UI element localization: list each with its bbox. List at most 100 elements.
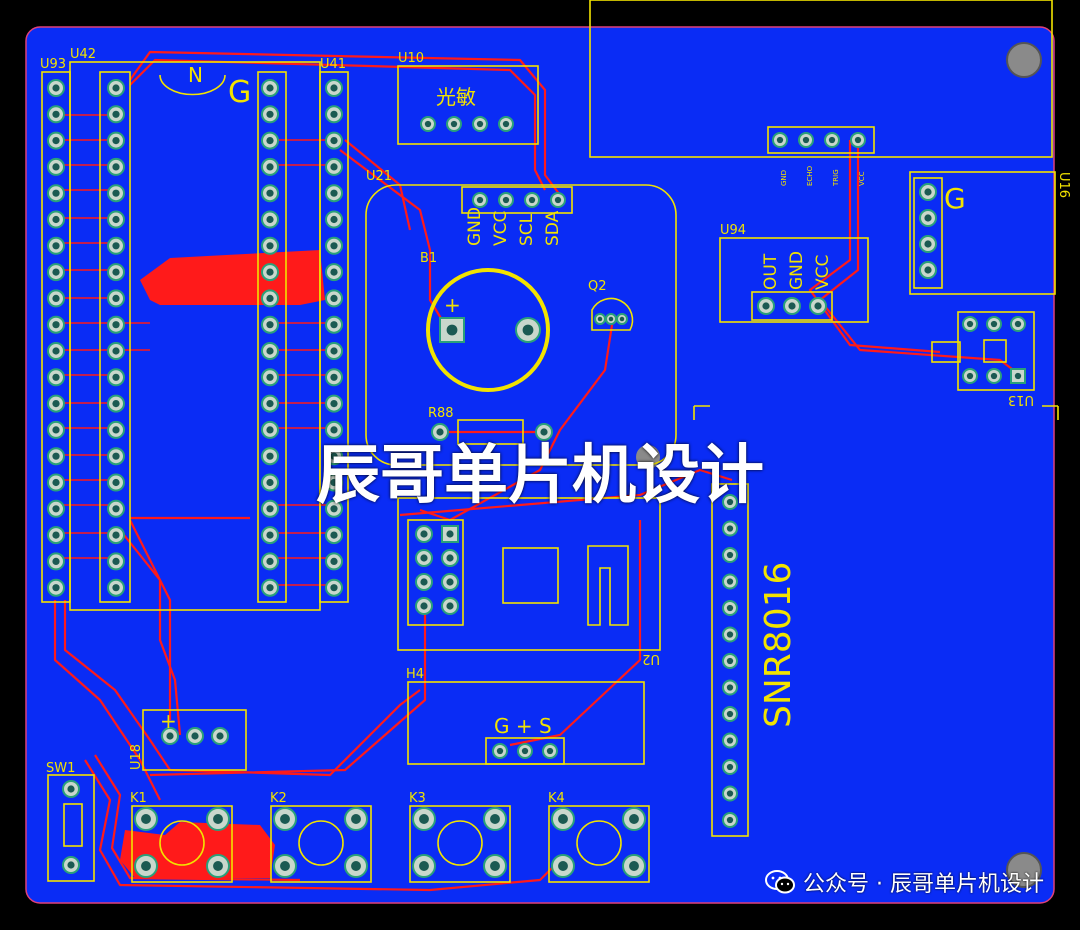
pad-hole: [726, 657, 734, 665]
button-k3[interactable]: [409, 805, 511, 883]
pad-hole: [490, 861, 500, 871]
pad-hole: [351, 861, 361, 871]
pad-hole: [762, 302, 770, 310]
pad-hole: [112, 426, 120, 434]
label-u10-name: 光敏: [436, 85, 476, 109]
pad-hole: [52, 321, 60, 329]
pad-hole: [330, 163, 338, 171]
pad-hole: [351, 814, 361, 824]
pad-hole: [924, 240, 932, 248]
wechat-icon: [765, 869, 796, 895]
pad-hole: [522, 324, 534, 336]
label-u10: U10: [398, 51, 424, 66]
watermark-title: 辰哥单片机设计: [316, 439, 764, 513]
pad-hole: [419, 814, 429, 824]
pad-hole: [52, 373, 60, 381]
pad-hole: [330, 110, 338, 118]
pad-hole: [213, 861, 223, 871]
pad-hole: [330, 242, 338, 250]
pad-hole: [112, 557, 120, 566]
pad-hole: [52, 584, 60, 592]
pad-hole: [502, 196, 510, 204]
pad-hole: [330, 584, 338, 592]
pad-hole: [540, 428, 548, 436]
label-mcu-g: G: [228, 75, 251, 110]
pad-hole: [266, 189, 274, 197]
mounting-hole: [636, 445, 660, 469]
pad-hole: [112, 321, 120, 329]
pad-hole: [521, 747, 529, 755]
label-u41: U41: [320, 57, 346, 72]
pad-hole: [726, 498, 734, 506]
pad-hole: [330, 215, 338, 224]
pad-hole: [266, 531, 274, 539]
pad-hole: [112, 137, 120, 145]
pad-hole: [112, 84, 120, 92]
label-u16-pin-vcc: VCC: [858, 171, 866, 186]
pad-hole: [52, 426, 60, 434]
pad-hole: [330, 189, 338, 197]
pad-hole: [112, 268, 120, 276]
pad-hole: [446, 324, 458, 336]
pad-hole: [112, 584, 120, 592]
label-u2: U2: [642, 651, 660, 666]
pad-hole: [476, 196, 484, 204]
pad-hole: [990, 372, 998, 380]
label-r88: R88: [428, 406, 454, 421]
pad-hole: [446, 554, 454, 562]
pad-hole: [629, 861, 639, 871]
pad-hole: [266, 452, 274, 460]
module-u18-outline: [142, 709, 247, 771]
label-u13: U13: [1008, 392, 1034, 407]
label-u94: U94: [720, 223, 746, 238]
pad-hole: [141, 814, 151, 824]
pad-hole: [52, 110, 60, 118]
light-sensor-u10-outline: [397, 65, 539, 145]
pad-hole: [726, 763, 734, 771]
pad-hole: [112, 189, 120, 197]
pad-hole: [330, 294, 338, 302]
pad-hole: [420, 530, 428, 538]
pad-hole: [67, 785, 75, 793]
label-mcu-notch: N: [188, 63, 203, 87]
pad-hole: [629, 814, 639, 824]
pad-hole: [52, 163, 60, 171]
pad-hole: [330, 347, 338, 355]
button-k4[interactable]: [548, 805, 650, 883]
pad-hole: [420, 554, 428, 562]
pad-hole: [266, 478, 274, 487]
pad-hole: [52, 84, 60, 92]
label-u21-pin-scl: SCL: [517, 213, 537, 246]
pad-hole: [924, 214, 932, 222]
pad-hole: [266, 505, 274, 513]
pad-hole: [726, 684, 734, 691]
pad-hole: [1014, 320, 1022, 328]
pad-hole: [597, 316, 603, 322]
label-b1: B1: [420, 251, 437, 266]
pad-hole: [266, 137, 274, 145]
pad-hole: [330, 321, 338, 329]
pad-hole: [112, 294, 120, 302]
module-u2-outline: [397, 497, 661, 651]
pad-hole: [280, 814, 290, 824]
pad-hole: [52, 347, 60, 355]
pad-hole: [266, 84, 274, 92]
pad-hole: [141, 861, 151, 871]
button-k2[interactable]: [270, 805, 372, 883]
pad-hole: [52, 189, 60, 197]
pad-hole: [52, 452, 60, 460]
button-k1[interactable]: [131, 805, 233, 883]
pad-hole: [788, 302, 796, 310]
pad-hole: [266, 321, 274, 329]
pad-hole: [966, 320, 974, 328]
sensor-u94-outline: [719, 237, 869, 323]
label-u21-pin-vcc: VCC: [491, 211, 511, 246]
footer-watermark: 公众号 · 辰哥单片机设计: [765, 866, 1044, 898]
pad-hole: [112, 400, 120, 408]
pad-hole: [726, 737, 734, 744]
pad-hole: [266, 347, 274, 355]
label-b1-plus: +: [444, 293, 461, 317]
pad-hole: [52, 242, 60, 250]
header-u41[interactable]: [257, 71, 349, 603]
pad-hole: [446, 530, 454, 538]
